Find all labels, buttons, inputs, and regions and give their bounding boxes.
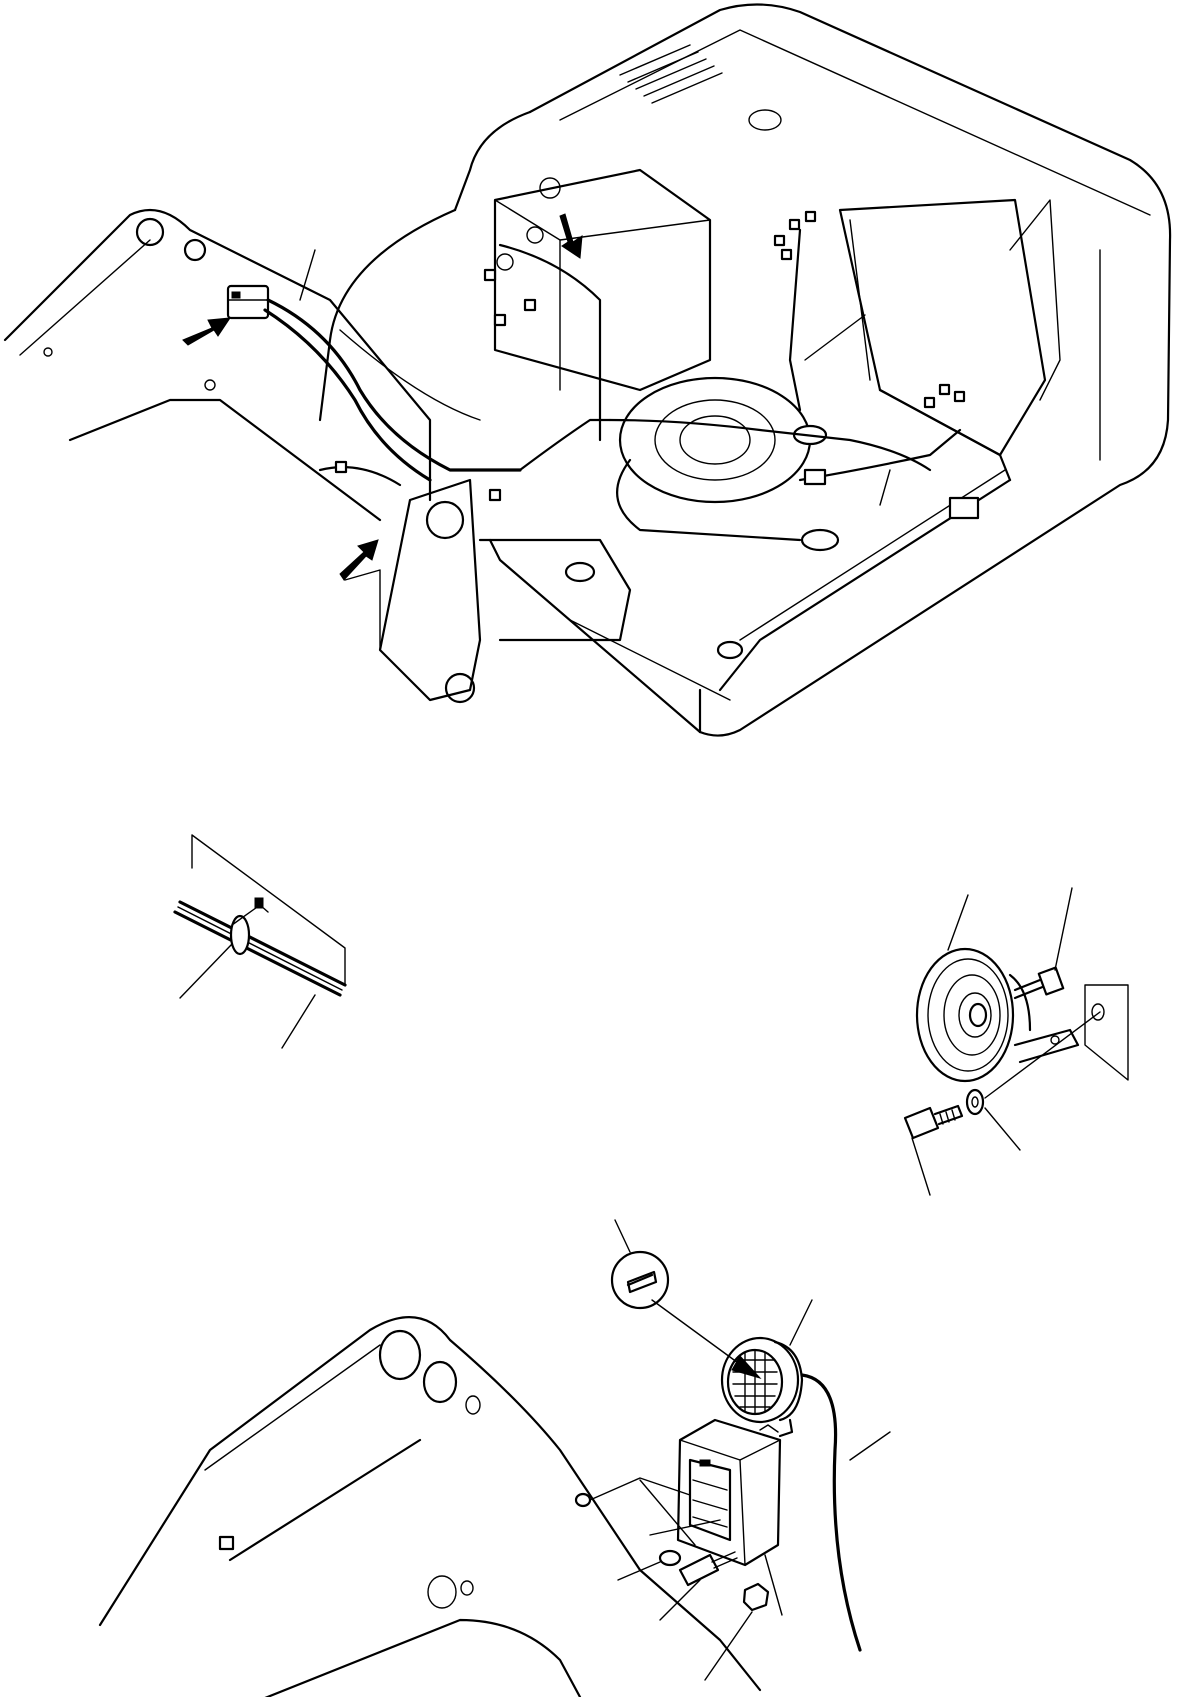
cable-tie-detail bbox=[173, 834, 347, 1049]
lamp-cord bbox=[800, 1373, 862, 1652]
mounting-bosses bbox=[564, 424, 980, 660]
arrow-to-boom-connector bbox=[182, 317, 231, 346]
leader-tie bbox=[179, 943, 233, 999]
boom-connector bbox=[226, 284, 270, 320]
cable bbox=[173, 910, 342, 997]
boom bbox=[3, 208, 432, 522]
swing-bracket bbox=[344, 478, 632, 704]
bracket-bolt bbox=[678, 1553, 720, 1587]
lamp-bracket bbox=[676, 1418, 782, 1567]
washer bbox=[658, 1549, 682, 1567]
arm bbox=[98, 1316, 762, 1697]
pointer-arrows bbox=[182, 213, 583, 581]
arrow-to-battery bbox=[559, 213, 583, 259]
nut bbox=[742, 1582, 770, 1612]
swing-circle bbox=[618, 376, 812, 504]
leader-horn bbox=[947, 894, 969, 951]
leader-screw bbox=[1054, 887, 1073, 971]
bulb-detail bbox=[610, 1219, 762, 1379]
side-panel bbox=[838, 198, 1047, 457]
battery-box bbox=[493, 168, 712, 392]
horn-washer bbox=[965, 1088, 985, 1116]
leader-cable bbox=[281, 994, 316, 1049]
cable-tie-band bbox=[229, 914, 251, 956]
leader-bolt bbox=[911, 1137, 931, 1196]
rear-cover-outline bbox=[528, 3, 1172, 737]
horn bbox=[915, 947, 1080, 1083]
bracket-fasteners bbox=[658, 1549, 770, 1612]
leader-lines bbox=[299, 249, 891, 506]
horn-bolt bbox=[903, 1104, 964, 1140]
vent-grille bbox=[619, 44, 723, 104]
arrow-to-bracket bbox=[339, 539, 379, 581]
machine-overview bbox=[3, 3, 1172, 737]
horn-screw bbox=[1013, 966, 1065, 1000]
bracket-hole bbox=[574, 1492, 592, 1508]
cover-hole bbox=[748, 109, 782, 131]
horn-mounting-detail bbox=[903, 887, 1129, 1196]
leader-washer bbox=[984, 1107, 1021, 1151]
work-lamp bbox=[720, 1336, 804, 1438]
work-lamp-mounting-detail bbox=[98, 1219, 891, 1697]
leader-lines-lamp bbox=[617, 1299, 891, 1681]
harness-terminals bbox=[334, 210, 966, 502]
